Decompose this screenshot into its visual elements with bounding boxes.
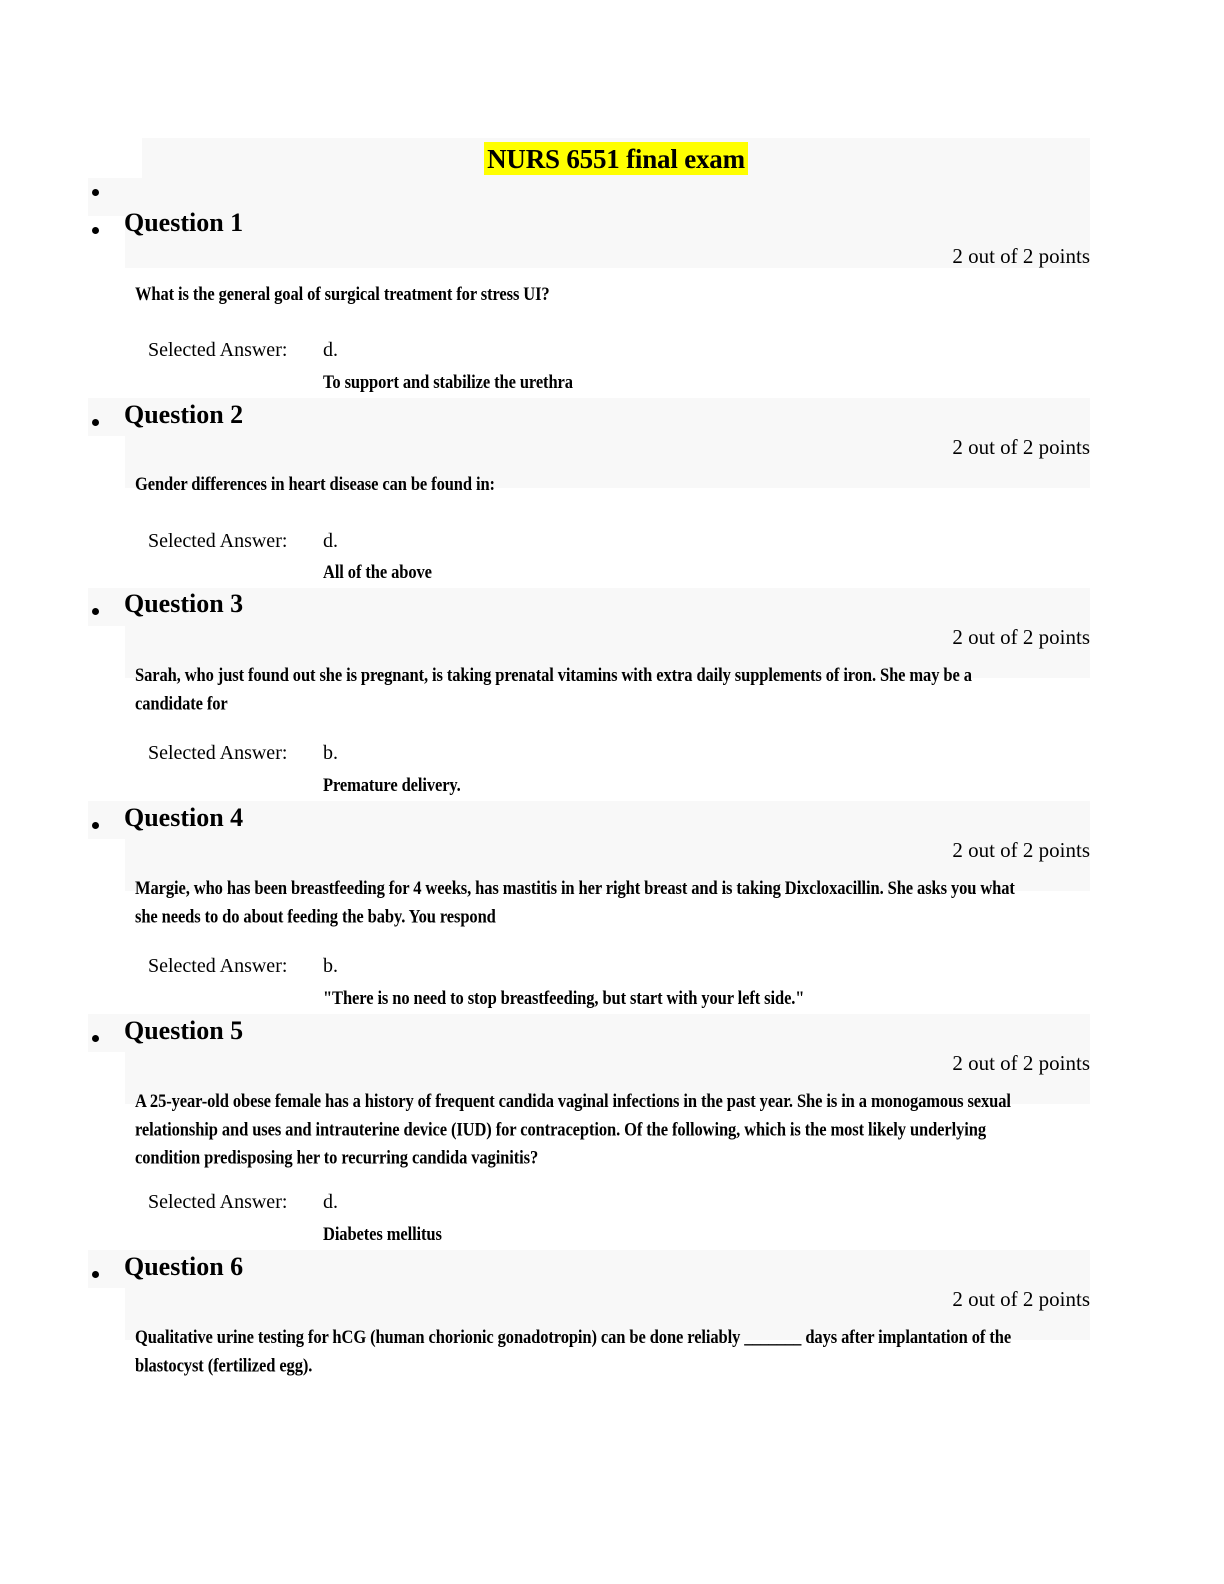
question-1-answer-letter: d. [323, 339, 338, 361]
question-5-answer-letter: d. [323, 1191, 338, 1213]
question-5-heading: Question 5 [124, 1016, 244, 1045]
question-6-text: Qualitative urine testing for hCG (human… [135, 1325, 1012, 1377]
question-3-answer-letter: b. [323, 742, 338, 764]
question-6-points: 2 out of 2 points [952, 1287, 1090, 1311]
bullet-icon-question-4 [92, 822, 99, 829]
question-2-points-band [125, 436, 1090, 488]
title-band: NURS 6551 final exam [142, 138, 1090, 180]
page-title: NURS 6551 final exam [142, 138, 1090, 180]
question-1-points: 2 out of 2 points [952, 244, 1090, 268]
question-5-points-band [125, 1052, 1090, 1104]
bullet-icon-question-1 [92, 227, 99, 234]
bullet-icon-question-6 [92, 1271, 99, 1278]
question-5-selected-answer-label: Selected Answer: [148, 1191, 288, 1213]
question-5-text: A 25-year-old obese female has a history… [135, 1089, 1011, 1169]
question-6-heading-band [88, 1250, 1090, 1288]
question-1-heading-band [88, 178, 1090, 216]
question-1-heading: Question 1 [124, 208, 244, 237]
question-4-points: 2 out of 2 points [952, 838, 1090, 862]
question-4-selected-answer-label: Selected Answer: [148, 955, 288, 977]
question-2-selected-answer-label: Selected Answer: [148, 530, 288, 552]
question-5-heading-band [88, 1014, 1090, 1052]
question-6-points-band [125, 1288, 1090, 1340]
bullet-icon-question-5 [92, 1035, 99, 1042]
question-5-answer-text: Diabetes mellitus [323, 1222, 442, 1245]
question-4-heading: Question 4 [124, 803, 244, 832]
bullet-icon-question-3 [92, 608, 99, 615]
question-2-heading-band [88, 398, 1090, 436]
question-1-points-band [125, 216, 1090, 268]
question-1-text: What is the general goal of surgical tre… [135, 282, 550, 305]
question-3-heading: Question 3 [124, 589, 244, 618]
question-2-points: 2 out of 2 points [952, 435, 1090, 459]
bullet-icon-empty [92, 189, 99, 196]
page-title-highlight: NURS 6551 final exam [484, 142, 748, 175]
question-3-points: 2 out of 2 points [952, 625, 1090, 649]
question-2-answer-text: All of the above [323, 560, 432, 583]
question-4-text: Margie, who has been breastfeeding for 4… [135, 876, 1015, 928]
question-1-selected-answer-label: Selected Answer: [148, 339, 288, 361]
bullet-icon-question-2 [92, 419, 99, 426]
question-1-answer-text: To support and stabilize the urethra [323, 370, 573, 393]
question-5-points: 2 out of 2 points [952, 1051, 1090, 1075]
question-4-answer-text: "There is no need to stop breastfeeding,… [323, 986, 805, 1009]
question-4-points-band [125, 839, 1090, 891]
question-2-text: Gender differences in heart disease can … [135, 472, 495, 495]
question-6-heading: Question 6 [124, 1252, 244, 1281]
question-2-heading: Question 2 [124, 400, 244, 429]
question-3-text: Sarah, who just found out she is pregnan… [135, 663, 972, 715]
question-4-answer-letter: b. [323, 955, 338, 977]
question-3-selected-answer-label: Selected Answer: [148, 742, 288, 764]
question-4-heading-band [88, 801, 1090, 839]
question-3-points-band [125, 626, 1090, 678]
question-3-answer-text: Premature delivery. [323, 773, 461, 796]
question-3-heading-band [88, 588, 1090, 626]
question-2-answer-letter: d. [323, 530, 338, 552]
